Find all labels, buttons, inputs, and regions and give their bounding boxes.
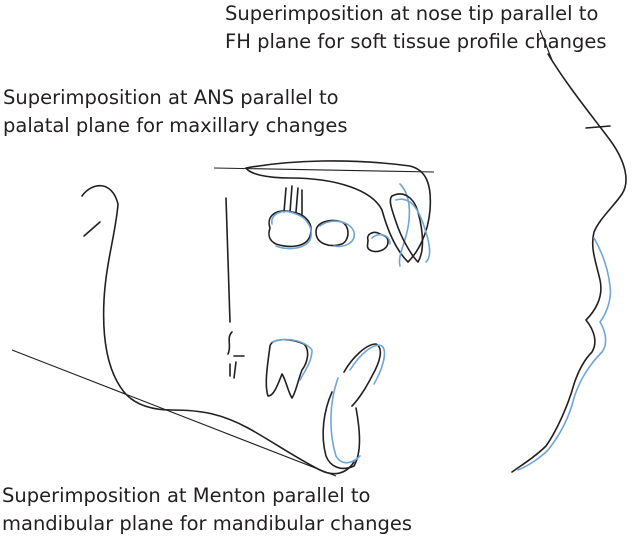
- symphysis-outline-after: [330, 377, 361, 464]
- soft-tissue-profile: [511, 53, 627, 473]
- upper-premolar-after: [371, 233, 391, 245]
- condyle-tick: [83, 221, 101, 237]
- palate-outline: [245, 160, 432, 263]
- caption-nose-line-1: Superimposition at nose tip parallel to: [225, 2, 599, 25]
- caption-nose-line-2: FH plane for soft tissue profile changes: [225, 30, 607, 53]
- mandibular-canal-mark: [227, 331, 245, 379]
- upper-molar-2: [315, 219, 349, 247]
- mandibular-plane-line: [11, 349, 337, 477]
- upper-molar-roots: [283, 185, 303, 215]
- caption-ans-line-2: palatal plane for maxillary changes: [3, 114, 348, 137]
- coronoid-line: [225, 197, 231, 323]
- mandible-ramus-outline: [81, 184, 355, 475]
- upper-incisor-after: [395, 198, 431, 263]
- caption-ans-line-1: Superimposition at ANS parallel to: [3, 86, 339, 109]
- lower-molar: [265, 338, 309, 399]
- caption-ans-superimposition: Superimposition at ANS parallel to palat…: [3, 84, 348, 140]
- caption-menton-line-2: mandibular plane for mandibular changes: [2, 512, 413, 535]
- lower-molar-after: [271, 338, 313, 381]
- upper-molar-2-after: [319, 220, 356, 248]
- leader-line-nose: [539, 29, 553, 61]
- caption-menton-line-1: Superimposition at Menton parallel to: [2, 484, 371, 507]
- symphysis-outline: [322, 391, 361, 470]
- caption-menton-superimposition: Superimposition at Menton parallel to ma…: [2, 482, 412, 538]
- upper-molar-1: [268, 210, 312, 248]
- nose-tip-tick: [585, 125, 611, 129]
- lower-incisor: [343, 343, 382, 407]
- soft-tissue-profile-after: [517, 237, 612, 471]
- caption-nose-tip-superimposition: Superimposition at nose tip parallel to …: [225, 0, 607, 56]
- upper-incisor: [389, 193, 424, 263]
- upper-premolar: [366, 231, 389, 253]
- upper-molar-1-after: [271, 210, 312, 250]
- lower-incisor-after: [349, 344, 386, 385]
- palatal-plane-line: [213, 167, 435, 173]
